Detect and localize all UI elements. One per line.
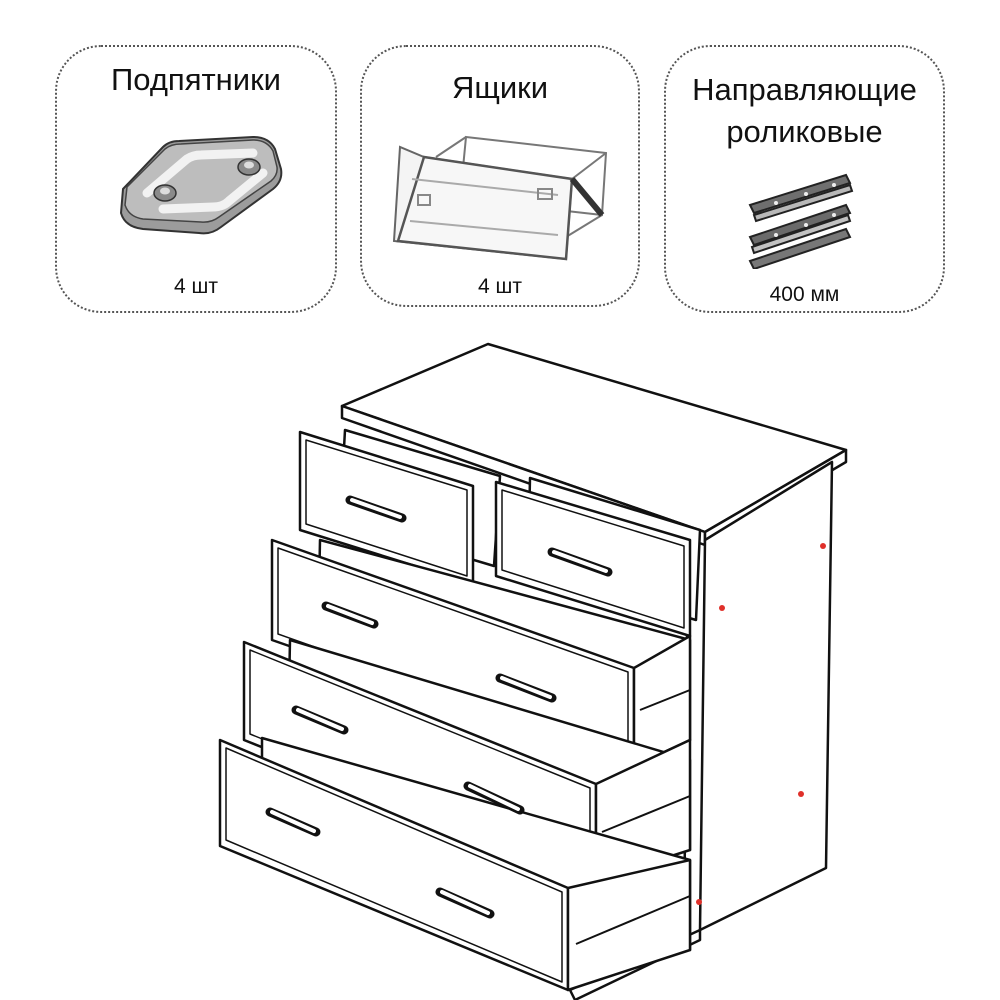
dresser-illustration — [218, 342, 848, 1000]
drawer-box-icon — [392, 135, 608, 261]
card-quantity: 4 шт — [174, 275, 218, 298]
feature-card-glides: Подпятники 4 шт — [55, 45, 337, 313]
card-title-line2: роликовые — [726, 114, 883, 149]
roller-slide-rail-icon — [748, 173, 854, 269]
card-title: Подпятники — [110, 62, 281, 97]
glide-foot-icon — [119, 135, 283, 235]
card-title: Ящики — [451, 70, 549, 105]
card-quantity: 4 шт — [478, 275, 522, 298]
card-title-line1: Направляющие — [692, 72, 917, 107]
feature-card-drawers: Ящики 4 шт — [360, 45, 640, 307]
card-quantity: 400 мм — [769, 283, 840, 306]
feature-card-slides: Направляющие роликовые 400 мм — [664, 45, 945, 313]
